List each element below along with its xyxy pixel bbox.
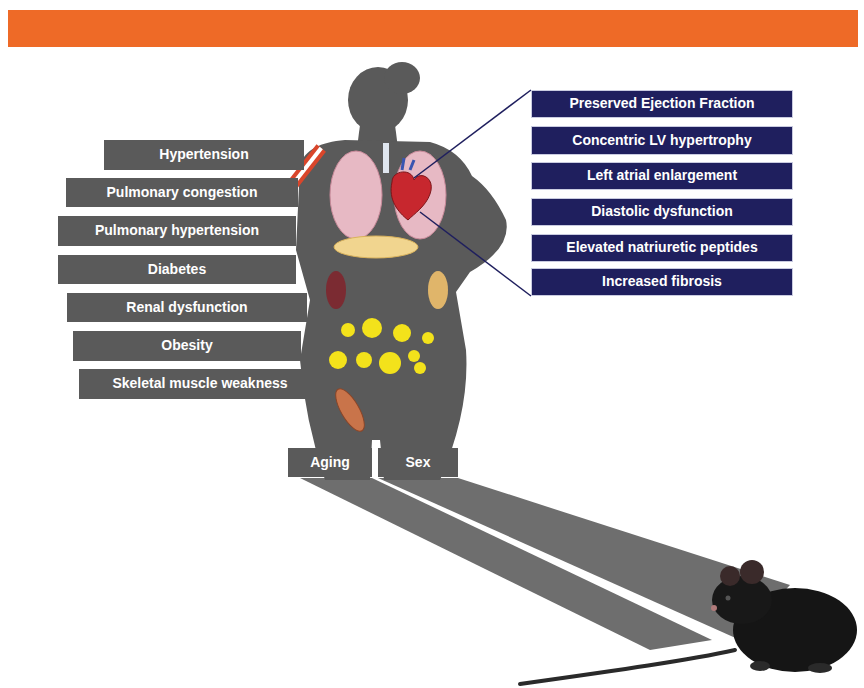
box-label: Preserved Ejection Fraction [569, 96, 754, 111]
feature-box: Diastolic dysfunction [531, 198, 793, 226]
factor-box: Pulmonary congestion [66, 178, 298, 207]
factor-box: Obesity [73, 331, 301, 361]
mouse-tail [520, 650, 735, 684]
heart [391, 172, 431, 220]
factor-box: Hypertension [104, 140, 304, 170]
box-label: Skeletal muscle weakness [112, 376, 287, 391]
box-label: Sex [406, 455, 431, 470]
feature-box: Left atrial enlargement [531, 162, 793, 190]
mouse-foot [808, 663, 832, 673]
leg-shadow [378, 478, 790, 640]
box-label: Aging [310, 455, 350, 470]
box-label: Diabetes [148, 262, 206, 277]
mouse-ear [720, 566, 740, 586]
feature-box: Increased fibrosis [531, 268, 793, 296]
mouse-ear [740, 560, 764, 584]
box-label: Increased fibrosis [602, 274, 722, 289]
box-label: Renal dysfunction [126, 300, 247, 315]
hair-bun [384, 62, 420, 94]
lung [330, 151, 382, 239]
mouse-eye [726, 596, 731, 601]
box-label: Pulmonary hypertension [95, 223, 259, 238]
leader-line [420, 212, 531, 296]
skeletal-muscle [330, 385, 370, 436]
box-label: Pulmonary congestion [107, 185, 258, 200]
kidney [326, 271, 346, 309]
fat-deposits [329, 318, 434, 374]
box-label: Hypertension [159, 147, 248, 162]
pancreas [334, 236, 418, 258]
factor-box: Renal dysfunction [67, 293, 307, 322]
header-bar [8, 10, 858, 47]
trachea [383, 143, 389, 173]
mouse-nose [711, 605, 717, 611]
woman-silhouette [296, 140, 507, 480]
feature-box: Elevated natriuretic peptides [531, 234, 793, 262]
heart-vessels [402, 158, 414, 170]
factor-box: Sex [378, 448, 458, 477]
feature-box: Concentric LV hypertrophy [531, 126, 793, 155]
box-label: Obesity [161, 338, 212, 353]
box-label: Elevated natriuretic peptides [566, 240, 757, 255]
box-label: Left atrial enlargement [587, 168, 737, 183]
mouse-head [712, 576, 772, 624]
mouse-foot [750, 661, 770, 671]
factor-box: Diabetes [58, 255, 296, 284]
factor-box: Aging [288, 448, 372, 477]
box-label: Diastolic dysfunction [591, 204, 733, 219]
factor-box: Skeletal muscle weakness [79, 369, 321, 399]
box-label: Concentric LV hypertrophy [572, 133, 751, 148]
feature-box: Preserved Ejection Fraction [531, 90, 793, 118]
leader-line [414, 90, 531, 178]
factor-box: Pulmonary hypertension [58, 216, 296, 246]
kidney [428, 271, 448, 309]
